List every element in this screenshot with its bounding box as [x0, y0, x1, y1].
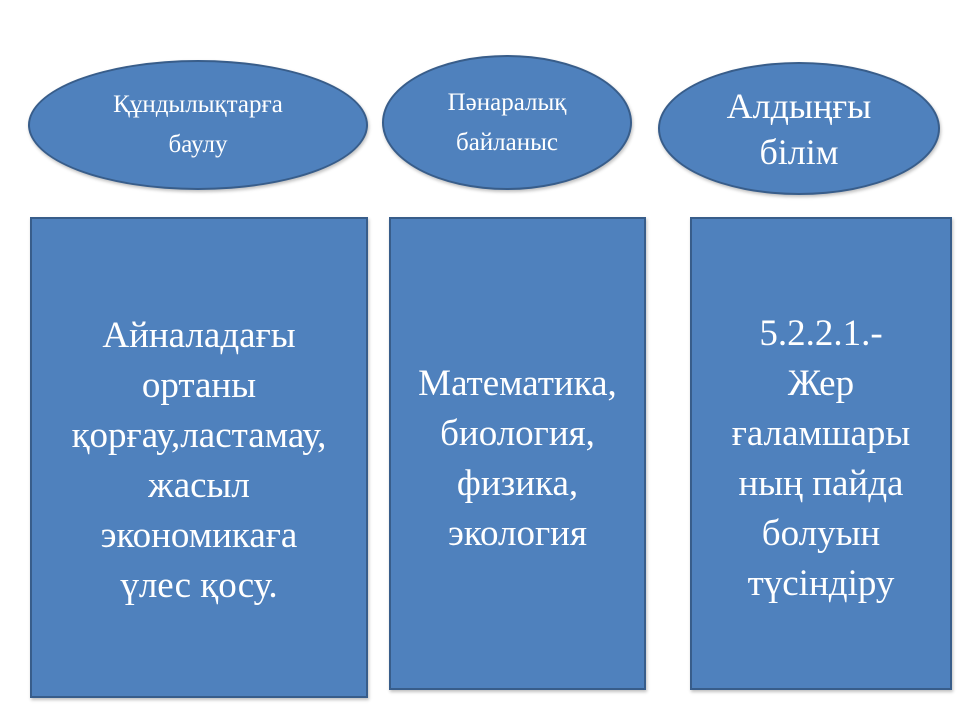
text-line: қорғау,ластамау,	[71, 415, 327, 456]
oval-prior-knowledge: Алдыңғы білім	[658, 62, 940, 195]
text-line: үлес қосу.	[120, 565, 278, 606]
text-line: байланыс	[455, 128, 559, 156]
oval-values-text: Құндылықтарға баулу	[113, 85, 283, 165]
text-line: 5.2.2.1.-	[759, 313, 883, 354]
text-line: Құндылықтарға	[113, 91, 283, 118]
box-prior-knowledge-text: 5.2.2.1.- Жер ғаламшары ның пайда болуын…	[732, 309, 911, 609]
text-line: экономикаға	[100, 515, 298, 556]
text-line: Айналадағы	[102, 315, 296, 356]
oval-prior-knowledge-text: Алдыңғы білім	[727, 83, 872, 175]
box-values-text: Айналадағы ортаны қорғау,ластамау, жасыл…	[72, 311, 327, 611]
text-line: баулу	[168, 131, 228, 158]
text-line: Жер	[787, 363, 855, 404]
text-line: физика,	[456, 463, 579, 504]
text-line: Пәнаралық	[447, 88, 567, 116]
text-line: болуын	[761, 513, 881, 554]
oval-interdisciplinary-text: Пәнаралық байланыс	[448, 83, 567, 163]
box-prior-knowledge: 5.2.2.1.- Жер ғаламшары ның пайда болуын…	[690, 217, 952, 690]
text-line: түсіндіру	[747, 563, 895, 604]
text-line: ның пайда	[738, 463, 904, 504]
oval-interdisciplinary: Пәнаралық байланыс	[382, 55, 632, 190]
text-line: экология	[448, 513, 587, 554]
text-line: ғаламшары	[731, 413, 911, 454]
text-line: ортаны	[141, 365, 257, 406]
text-line: жасыл	[148, 465, 250, 506]
box-interdisciplinary: Математика, биология, физика, экология	[389, 217, 646, 690]
box-values: Айналадағы ортаны қорғау,ластамау, жасыл…	[30, 217, 368, 698]
text-line: биология,	[440, 413, 595, 454]
box-interdisciplinary-text: Математика, биология, физика, экология	[418, 359, 617, 559]
text-line: білім	[759, 131, 839, 172]
text-line: Алдыңғы	[726, 85, 872, 126]
oval-values: Құндылықтарға баулу	[28, 60, 368, 190]
text-line: Математика,	[418, 363, 617, 404]
